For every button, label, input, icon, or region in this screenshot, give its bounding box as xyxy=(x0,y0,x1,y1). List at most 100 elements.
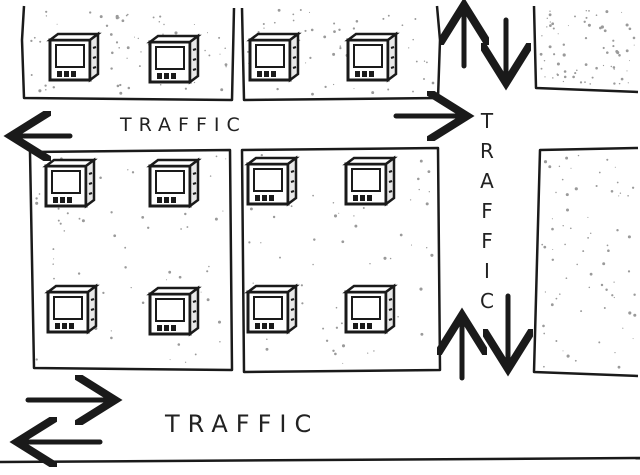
speckle-dot xyxy=(201,292,202,293)
speckle-dot xyxy=(89,11,91,13)
speckle-dot xyxy=(207,32,208,33)
speckle-dot xyxy=(45,11,47,13)
building-icon xyxy=(150,36,198,82)
speckle-dot xyxy=(35,197,37,199)
speckle-dot xyxy=(263,23,265,25)
speckle-dot xyxy=(263,27,264,28)
speckle-dot xyxy=(333,84,334,85)
speckle-dot xyxy=(574,72,576,74)
speckle-dot xyxy=(615,50,618,53)
speckle-dot xyxy=(549,24,552,27)
speckle-dot xyxy=(60,223,62,225)
speckle-dot xyxy=(402,24,404,26)
speckle-dot xyxy=(194,24,195,25)
speckle-dot xyxy=(353,88,354,89)
speckle-dot xyxy=(122,19,125,22)
traffic-label-bottom-street: TRAFFIC xyxy=(165,410,319,438)
speckle-dot xyxy=(147,227,149,229)
speckle-dot xyxy=(557,74,559,76)
speckle-dot xyxy=(312,264,314,266)
speckle-dot xyxy=(79,218,81,220)
speckle-dot xyxy=(166,279,167,280)
vertical-label-letter: F xyxy=(472,226,502,256)
speckle-dot xyxy=(292,14,294,16)
speckle-dot xyxy=(590,233,591,234)
speckle-dot xyxy=(38,89,41,92)
speckle-dot xyxy=(118,47,120,49)
speckle-dot xyxy=(588,24,591,27)
speckle-dot xyxy=(541,35,542,36)
speckle-dot xyxy=(626,23,629,26)
speckle-dot xyxy=(333,202,335,204)
speckle-dot xyxy=(584,81,586,83)
speckle-dot xyxy=(215,218,218,221)
speckle-dot xyxy=(632,187,634,189)
speckle-dot xyxy=(58,208,60,210)
speckle-dot xyxy=(607,249,610,252)
speckle-dot xyxy=(400,234,403,237)
vertical-label-letter: C xyxy=(472,286,502,316)
speckle-dot xyxy=(563,81,564,82)
speckle-dot xyxy=(373,350,374,351)
speckle-dot xyxy=(46,15,47,16)
speckle-dot xyxy=(342,363,343,364)
building-icon xyxy=(50,34,98,80)
speckle-dot xyxy=(163,24,164,25)
speckle-dot xyxy=(311,29,314,32)
speckle-dot xyxy=(274,22,276,24)
speckle-dot xyxy=(390,258,392,260)
speckle-dot xyxy=(124,247,126,249)
speckle-dot xyxy=(278,9,281,12)
building-icon xyxy=(150,160,198,206)
speckle-dot xyxy=(53,278,55,280)
speckle-dot xyxy=(613,82,615,84)
speckle-dot xyxy=(555,340,557,342)
speckle-dot xyxy=(204,50,206,52)
speckle-dot xyxy=(420,160,423,163)
speckle-dot xyxy=(595,67,598,70)
speckle-dot xyxy=(584,21,586,23)
speckle-dot xyxy=(266,338,268,340)
vertical-label-letter: R xyxy=(472,136,502,166)
speckle-dot xyxy=(412,91,414,93)
speckle-dot xyxy=(39,193,41,195)
speckle-dot xyxy=(562,179,564,181)
speckle-dot xyxy=(356,20,359,23)
speckle-dot xyxy=(341,322,343,324)
speckle-dot xyxy=(222,211,223,212)
speckle-dot xyxy=(168,271,171,274)
speckle-dot xyxy=(563,44,565,46)
building-icon xyxy=(248,158,296,204)
speckle-dot xyxy=(553,27,555,29)
vertical-label-letter: A xyxy=(472,166,502,196)
speckle-dot xyxy=(566,209,569,212)
speckle-dot xyxy=(382,18,384,20)
speckle-dot xyxy=(585,37,587,39)
speckle-dot xyxy=(552,259,554,261)
speckle-dot xyxy=(208,54,210,56)
speckle-dot xyxy=(589,83,591,85)
speckle-dot xyxy=(218,37,220,39)
speckle-dot xyxy=(371,91,374,94)
speckle-dot xyxy=(313,238,315,240)
speckle-dot xyxy=(338,29,340,31)
speckle-dot xyxy=(614,297,615,298)
speckle-dot xyxy=(426,247,427,248)
speckle-dot xyxy=(160,84,162,86)
speckle-dot xyxy=(36,358,38,360)
speckle-dot xyxy=(78,272,80,274)
speckle-dot xyxy=(334,214,337,217)
speckle-dot xyxy=(424,61,425,62)
speckle-dot xyxy=(208,266,210,268)
speckle-dot xyxy=(633,37,636,40)
speckle-dot xyxy=(195,353,197,355)
speckle-dot xyxy=(612,40,614,42)
speckle-dot xyxy=(603,47,605,49)
speckle-dot xyxy=(572,76,575,79)
speckle-dot xyxy=(634,45,635,46)
speckle-dot xyxy=(607,245,609,247)
speckle-dot xyxy=(549,13,552,16)
speckle-dot xyxy=(340,45,342,47)
speckle-dot xyxy=(279,257,281,259)
speckle-dot xyxy=(575,187,578,190)
